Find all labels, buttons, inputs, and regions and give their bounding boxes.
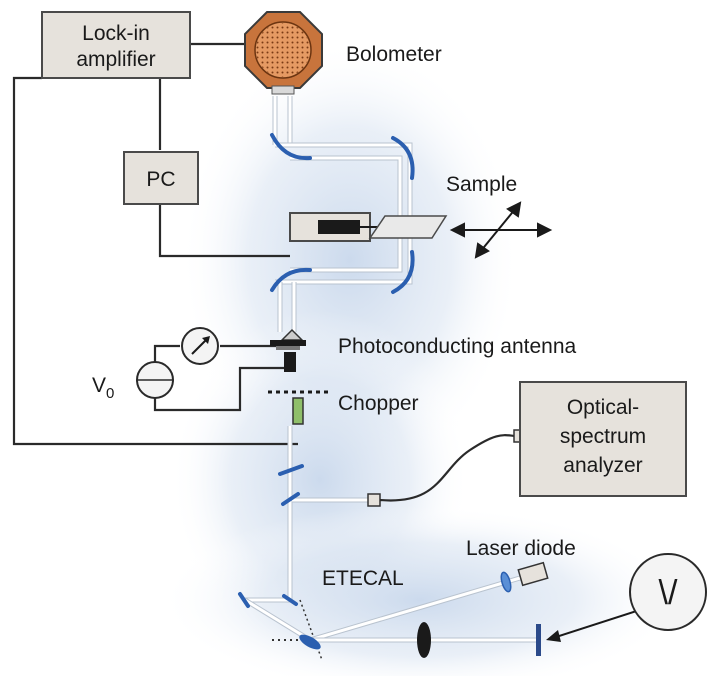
ammeter-icon — [181, 327, 219, 365]
sample-stage — [289, 212, 448, 242]
voltmeter-symbol: \/ — [659, 574, 678, 612]
optical-spectrum-analyzer: Optical- spectrum analyzer — [519, 381, 687, 497]
pc-box: PC — [123, 151, 199, 205]
motion-arrows-icon — [449, 201, 553, 259]
sample-plate — [368, 215, 448, 239]
optical-beam — [243, 426, 370, 643]
detector-lens — [292, 397, 304, 425]
actuator-arrow-head — [546, 630, 561, 642]
laser-diode-label: Laser diode — [466, 537, 576, 560]
etecal-label: ETECAL — [322, 567, 404, 590]
bolometer-label: Bolometer — [346, 43, 442, 66]
voltage-source-icon — [136, 361, 174, 399]
lockin-label-2: amplifier — [76, 48, 155, 71]
end-mirror — [536, 624, 541, 656]
mirror-bottom-right — [391, 250, 415, 294]
actuator-arrow — [555, 607, 647, 638]
osa-label-2: spectrum — [560, 425, 646, 448]
turn-mirror-right — [282, 594, 298, 606]
beam-splitter-1 — [278, 464, 304, 476]
etalon-icon — [299, 634, 321, 650]
voltage-label: V0 — [92, 374, 114, 402]
beam-splitter-2 — [281, 492, 300, 506]
mirror-top-left — [270, 133, 312, 161]
pc-label: PC — [146, 168, 175, 191]
sample-label: Sample — [446, 173, 517, 196]
voltmeter-icon: \/ — [629, 553, 707, 631]
lockin-label-1: Lock-in — [82, 22, 150, 45]
mirror-top-right — [391, 136, 415, 180]
cavity-lens — [417, 622, 431, 658]
etalon-guide — [299, 599, 323, 661]
mirror-bottom-left — [270, 267, 312, 292]
optical-fiber — [379, 434, 519, 502]
photoconducting-antenna — [270, 328, 306, 372]
laser-diode-icon — [500, 561, 549, 593]
osa-label-1: Optical- — [567, 396, 639, 419]
turn-mirror-left — [238, 592, 250, 608]
osa-label-3: analyzer — [563, 454, 642, 477]
lock-in-amplifier: Lock-in amplifier — [41, 11, 191, 79]
wires — [12, 42, 298, 446]
fiber-coupler — [367, 493, 381, 507]
antenna-label: Photoconducting antenna — [338, 335, 577, 358]
chopper-label: Chopper — [338, 392, 419, 415]
bolometer-icon — [244, 11, 323, 95]
